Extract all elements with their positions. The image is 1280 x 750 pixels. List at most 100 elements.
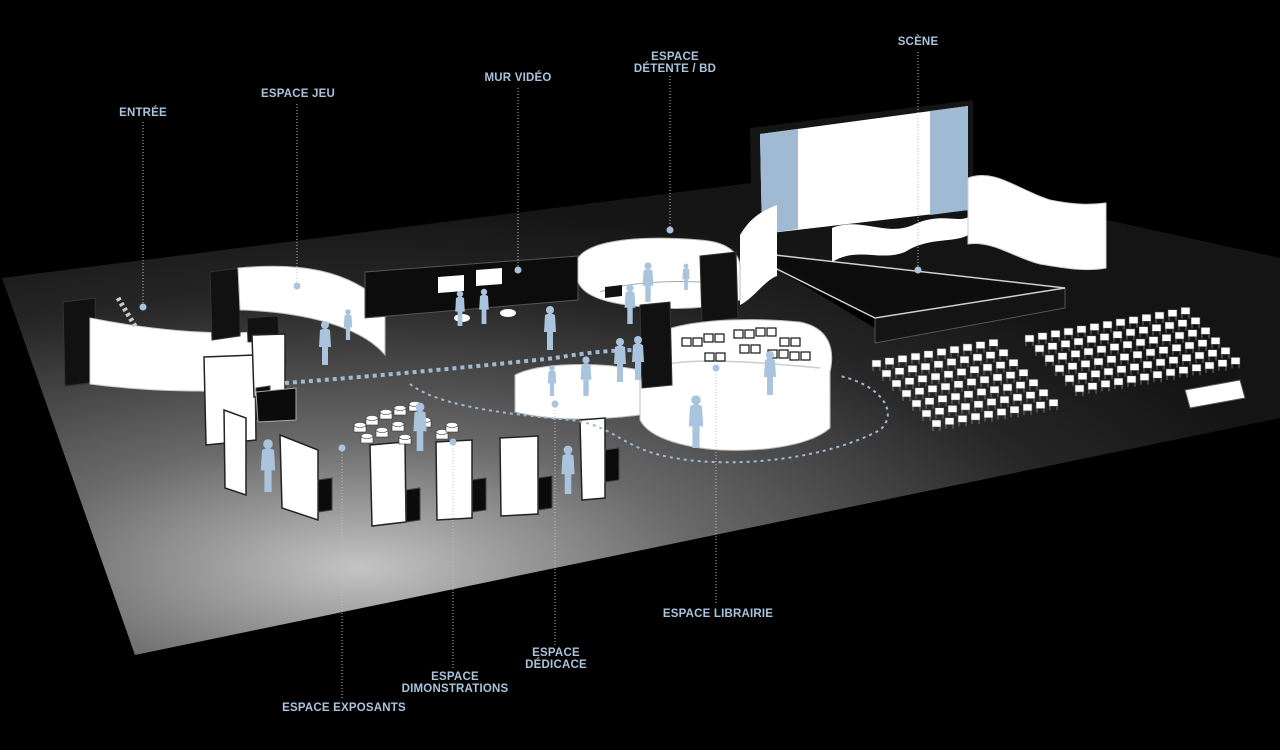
seat — [1178, 366, 1189, 378]
label-espace-jeu: ESPACE JEU — [260, 88, 336, 100]
visitor-figure — [614, 338, 626, 382]
seat — [1148, 336, 1159, 348]
seat — [1012, 393, 1023, 405]
seat — [1054, 364, 1065, 376]
seat — [970, 412, 981, 425]
demo-table — [398, 434, 412, 445]
visitor-figure — [624, 284, 636, 324]
seat — [931, 419, 942, 431]
seat — [1135, 338, 1146, 350]
booth-counter — [604, 447, 620, 483]
seat — [1070, 350, 1081, 362]
seat — [1180, 307, 1191, 319]
seat — [1142, 360, 1153, 373]
seat — [1028, 378, 1039, 391]
seat — [1126, 375, 1137, 387]
exhibitor-booths — [203, 333, 620, 527]
seat — [1177, 319, 1188, 331]
seat — [937, 395, 948, 407]
callout-lines — [142, 52, 919, 700]
seat — [1038, 388, 1049, 401]
seat — [1086, 335, 1097, 347]
seat — [933, 360, 944, 372]
visitor-figure — [682, 263, 690, 290]
seat — [1047, 342, 1058, 354]
seat — [976, 388, 987, 400]
visitor-figure — [547, 365, 557, 396]
visitor-figure — [260, 439, 276, 492]
seat — [1151, 323, 1162, 336]
seat — [1204, 361, 1215, 373]
visitor-figure — [413, 402, 427, 451]
seat — [1152, 370, 1163, 383]
seat — [995, 361, 1006, 373]
seat — [962, 343, 973, 355]
seat — [1125, 328, 1136, 340]
seat — [940, 382, 951, 395]
seat — [949, 345, 960, 358]
booth-panel — [369, 441, 407, 527]
seat — [1139, 373, 1150, 385]
seat — [972, 353, 983, 365]
seat — [1220, 347, 1231, 359]
seat — [1197, 339, 1208, 351]
seat — [1048, 398, 1059, 411]
booth-panel — [435, 439, 473, 521]
seat — [1230, 357, 1241, 369]
seating-block-right — [1024, 307, 1246, 409]
seat — [1184, 341, 1195, 353]
stage-curtain-right — [930, 106, 968, 215]
visitor-figure — [561, 445, 575, 494]
visitor-figure — [319, 321, 331, 365]
seat — [950, 392, 961, 405]
seat — [975, 341, 986, 353]
seat — [1187, 329, 1198, 341]
seat — [871, 359, 882, 371]
booth-counter — [255, 387, 297, 423]
seat — [936, 348, 947, 360]
seat — [946, 358, 957, 370]
seat — [1073, 337, 1084, 350]
demo-table — [391, 421, 405, 432]
seat — [1167, 309, 1178, 321]
booth-panel — [279, 433, 319, 522]
video-screen — [438, 275, 464, 293]
seat — [943, 370, 954, 382]
seat — [1207, 349, 1218, 361]
seat — [1161, 333, 1172, 346]
book-display — [733, 329, 755, 339]
seat — [1210, 337, 1221, 349]
seat — [923, 350, 934, 362]
seat — [999, 395, 1010, 408]
seat — [1100, 380, 1111, 392]
stage-curtain-left — [760, 129, 798, 234]
bookshop-area — [639, 301, 833, 451]
book-display — [789, 351, 811, 361]
seat — [907, 365, 918, 377]
seat — [1132, 350, 1143, 363]
seat — [963, 390, 974, 402]
seat — [1064, 374, 1075, 386]
seat — [985, 351, 996, 363]
seat — [1096, 345, 1107, 357]
stage — [740, 100, 1107, 344]
seat — [979, 375, 990, 388]
seat — [1024, 334, 1035, 346]
visitor-figure — [580, 356, 592, 396]
label-espace-exposants: ESPACE EXPOSANTS — [282, 702, 406, 714]
visitor-path-thin — [409, 375, 889, 464]
seat — [1050, 330, 1061, 342]
seat — [1063, 327, 1074, 340]
seat — [1171, 343, 1182, 356]
seat — [920, 362, 931, 375]
seat — [1074, 384, 1085, 396]
seat — [1155, 358, 1166, 370]
seat — [1174, 331, 1185, 343]
demo-table — [393, 405, 407, 416]
video-screen — [476, 268, 502, 286]
seat — [914, 387, 925, 399]
booth-panel — [579, 417, 606, 501]
visitor-figure — [642, 262, 654, 302]
seat — [1217, 359, 1228, 371]
